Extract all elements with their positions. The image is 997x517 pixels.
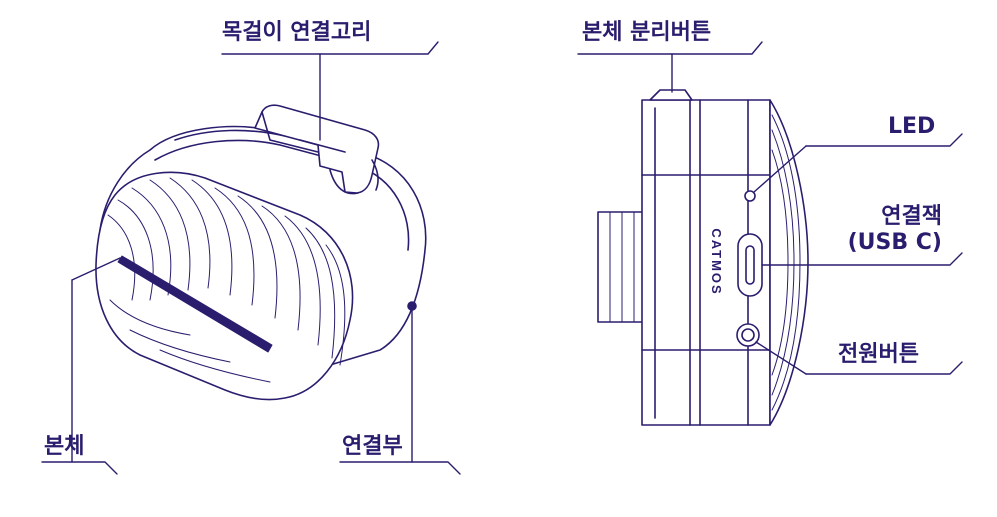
power-button bbox=[736, 323, 760, 347]
led-indicator bbox=[744, 190, 756, 202]
label-power-button: 전원버튼 bbox=[838, 342, 919, 367]
label-led: LED bbox=[888, 114, 936, 139]
label-necklace-hook: 목걸이 연결고리 bbox=[222, 20, 372, 45]
detach-button bbox=[649, 89, 693, 101]
label-usb-port-line1: 연결잭 bbox=[881, 204, 942, 229]
leader-lines bbox=[41, 41, 963, 475]
label-main-body: 본체 bbox=[44, 434, 85, 459]
power-button-inner bbox=[741, 328, 755, 342]
label-detach-button: 본체 분리버튼 bbox=[582, 20, 712, 45]
usb-c-port bbox=[737, 233, 763, 297]
perspective-view bbox=[95, 104, 427, 401]
usb-c-port-inner bbox=[745, 245, 755, 285]
side-view bbox=[597, 89, 809, 426]
brand-text: CATMOS bbox=[709, 228, 724, 295]
front-texture bbox=[107, 177, 346, 383]
side-texture-face bbox=[769, 99, 809, 426]
necklace-hook bbox=[254, 104, 380, 195]
body-seam-line bbox=[154, 139, 410, 251]
label-connector: 연결부 bbox=[342, 434, 403, 459]
label-usb-port: 연결잭 (USB C) bbox=[838, 204, 942, 256]
label-usb-port-line2: (USB C) bbox=[847, 230, 942, 255]
